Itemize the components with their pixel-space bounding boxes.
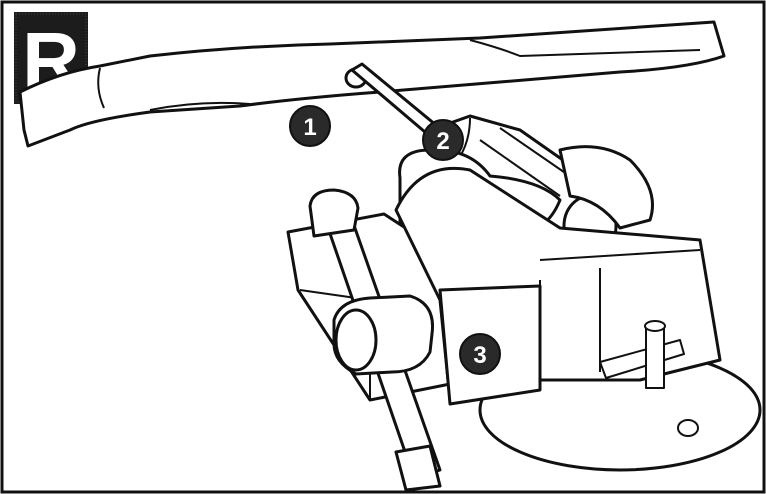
callout-1: 1 — [289, 105, 331, 147]
callout-1-number: 1 — [303, 114, 316, 141]
callout-3-number: 3 — [473, 342, 486, 369]
vise-handle — [308, 188, 442, 492]
callout-2-number: 2 — [436, 128, 449, 155]
callout-2: 2 — [422, 119, 464, 161]
callout-3: 3 — [459, 333, 501, 375]
